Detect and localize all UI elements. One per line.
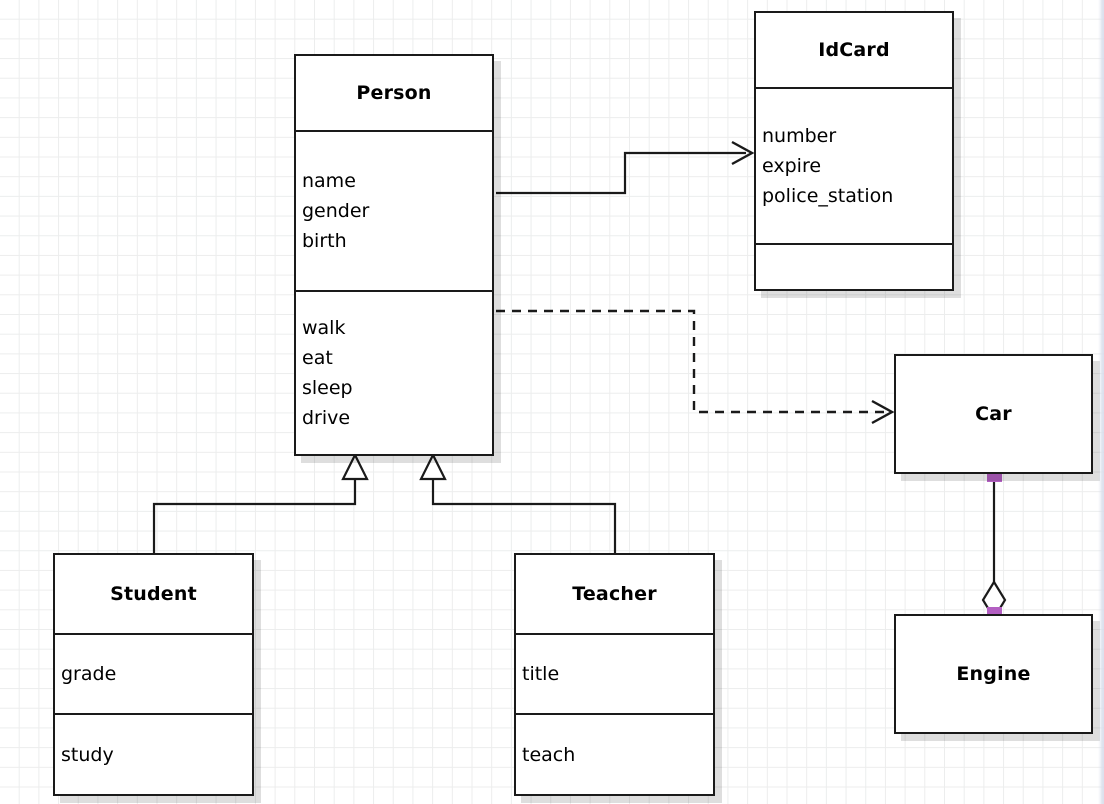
edge-student-person[interactable] (152, 452, 369, 553)
class-teacher-operations-compartment: teach (516, 713, 713, 794)
class-car-name: Car (975, 403, 1012, 425)
class-student-operations-compartment: study (55, 713, 252, 794)
class-teacher[interactable]: Teacher title teach (514, 553, 715, 796)
operation: teach (522, 743, 576, 766)
edge-teacher-person[interactable] (419, 452, 617, 553)
attribute: gender (302, 200, 370, 222)
class-person-attributes-compartment: name gender birth (296, 130, 492, 290)
class-idcard-title-compartment: IdCard (756, 13, 952, 87)
edge-car-engine[interactable] (981, 467, 1007, 622)
class-person-name: Person (356, 82, 432, 104)
class-engine-name: Engine (956, 663, 1031, 685)
class-car-title-compartment: Car (896, 356, 1091, 472)
class-student-attributes-compartment: grade (55, 633, 252, 713)
operation: sleep (302, 377, 353, 399)
operation: walk (302, 317, 346, 339)
attribute: expire (762, 155, 822, 177)
page-right-margin (1098, 0, 1104, 804)
edge-person-idcard[interactable] (496, 140, 755, 195)
operation: drive (302, 407, 351, 429)
class-engine-title-compartment: Engine (896, 616, 1091, 732)
class-car[interactable]: Car (894, 354, 1093, 474)
class-idcard-operations-compartment (756, 243, 952, 289)
class-student-title-compartment: Student (55, 555, 252, 633)
attribute: title (522, 663, 560, 685)
class-idcard-attributes-compartment: number expire police_station (756, 87, 952, 243)
class-teacher-attributes-compartment: title (516, 633, 713, 713)
class-student-name: Student (110, 583, 197, 605)
class-teacher-name: Teacher (572, 583, 657, 605)
class-idcard-name: IdCard (818, 39, 890, 61)
attribute: police_station (762, 185, 894, 207)
class-student[interactable]: Student grade study (53, 553, 254, 796)
operation: eat (302, 347, 333, 369)
attribute: birth (302, 230, 347, 252)
class-person[interactable]: Person name gender birth walk eat sleep … (294, 54, 494, 456)
class-engine[interactable]: Engine (894, 614, 1093, 734)
class-person-title-compartment: Person (296, 56, 492, 130)
operation: study (61, 743, 114, 766)
attribute: number (762, 125, 837, 147)
class-person-operations-compartment: walk eat sleep drive (296, 290, 492, 454)
edge-person-car[interactable] (496, 309, 895, 425)
class-teacher-title-compartment: Teacher (516, 555, 713, 633)
attribute: name (302, 170, 356, 192)
attribute: grade (61, 663, 117, 685)
class-idcard[interactable]: IdCard number expire police_station (754, 11, 954, 291)
